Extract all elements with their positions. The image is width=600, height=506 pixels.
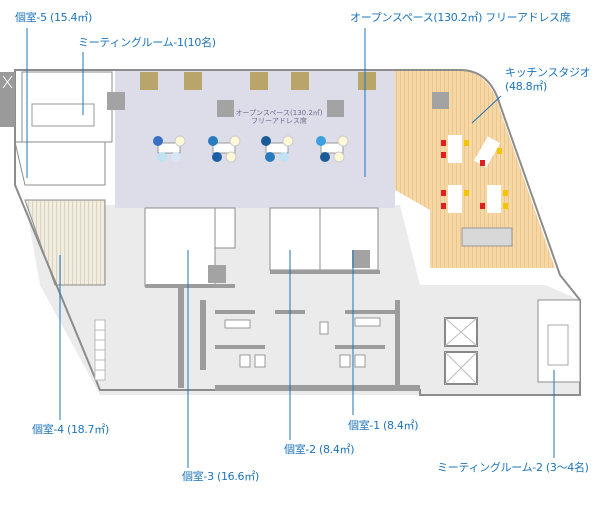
label-room-4: 個室-4 (18.7㎡) [32,423,109,436]
label-kitchen-studio: キッチンスタジオ (48.8㎡) [505,66,591,94]
meeting-table [31,103,95,127]
label-kitchen-line1: キッチンスタジオ [505,66,591,79]
kitchen-tables [441,135,508,213]
storage-area [214,207,236,249]
stair-box [0,72,15,127]
label-room-5: 個室-5 (15.4㎡) [15,11,92,24]
desk-groups [153,135,349,163]
window-tables [140,72,376,90]
elevator-x-marks [444,317,478,385]
elevators [444,317,478,385]
label-room-1: 個室-1 (8.4㎡) [348,419,419,432]
label-room-2: 個室-2 (8.4㎡) [284,443,355,456]
room-5-area [14,141,106,186]
room-3-area [144,207,216,287]
kitchen-counter [461,227,513,247]
label-meeting-room-2: ミーティングルーム-2 (3〜4名) [437,461,589,474]
open-space-inner-label: オープンスペース(130.2㎡) フリーアドレス席 [234,109,324,125]
stairs [94,319,106,381]
label-room-3: 個室-3 (16.6㎡) [182,470,259,483]
label-open-space: オープンスペース(130.2㎡) フリーアドレス席 [350,11,571,24]
label-kitchen-line2: (48.8㎡) [505,80,547,93]
room-2-area [269,207,321,271]
meeting-room-2-chairs [547,324,569,366]
stair-x-mark [2,75,13,89]
open-space-inner-line2: フリーアドレス席 [251,117,307,125]
kitchen-area [395,70,555,268]
columns [107,92,449,283]
restroom-fixtures [224,317,381,368]
leader-lines [26,28,555,468]
label-meeting-room-1: ミーティングルーム-1(10名) [78,36,216,49]
open-space-inner-line1: オープンスペース(130.2㎡) [235,109,323,117]
